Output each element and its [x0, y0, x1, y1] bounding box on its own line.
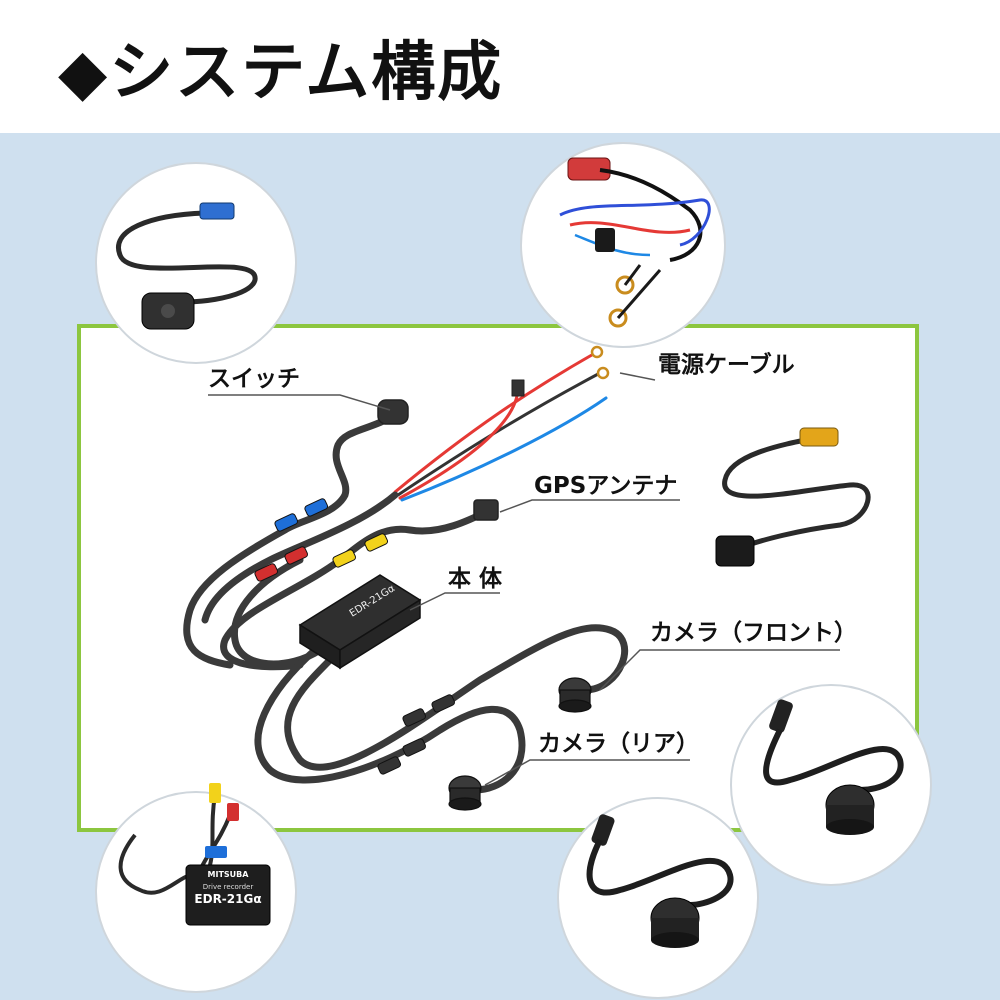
switch-photo — [95, 162, 297, 364]
leader-power — [619, 372, 656, 381]
ring-terminal-2 — [596, 366, 610, 380]
leader-switch — [208, 394, 391, 411]
leader-rear-camera — [484, 759, 690, 786]
front-camera-cable — [284, 624, 629, 771]
power-trunk — [201, 491, 399, 624]
power-wire-red-1 — [393, 350, 599, 494]
power-wire-blue — [400, 396, 608, 502]
label-main-unit: 本 体 — [448, 566, 503, 592]
leader-lines — [208, 372, 840, 786]
power-cable-photo — [520, 142, 726, 348]
harness-line-1 — [230, 556, 324, 668]
connector-blue-1 — [274, 513, 299, 532]
photo-subtitle: Drive recorder — [203, 883, 254, 891]
connector-black-4 — [377, 756, 402, 775]
connector-red-2 — [284, 546, 309, 565]
photo-brand: MITSUBA — [208, 870, 250, 879]
power-wire-red-2 — [398, 383, 520, 500]
leader-gps — [499, 499, 680, 513]
label-camera-front: カメラ（フロント） — [650, 620, 857, 646]
switch-cable — [183, 411, 399, 669]
leader-main-unit — [409, 592, 500, 611]
main-unit-side — [339, 598, 421, 670]
label-gps-antenna: GPSアンテナ — [534, 473, 678, 499]
connector-red-1 — [254, 563, 279, 582]
front-camera-photo — [730, 684, 932, 886]
gps-ferrite — [473, 499, 499, 521]
connector-yellow-1 — [332, 549, 357, 568]
switch-body — [377, 399, 409, 425]
main-harness — [183, 345, 629, 794]
ring-terminal-1 — [590, 345, 604, 359]
page-title: ◆システム構成 — [58, 36, 504, 110]
rear-camera-icon — [448, 775, 482, 811]
connector-black-2 — [431, 694, 456, 713]
fuse-holder — [511, 379, 525, 397]
front-camera-icon — [558, 677, 592, 713]
main-unit-photo: MITSUBA Drive recorder EDR-21Gα — [95, 783, 297, 993]
connector-yellow-2 — [364, 533, 389, 552]
rear-camera-photo — [557, 797, 759, 999]
label-power-cable: 電源ケーブル — [658, 352, 795, 378]
connectors — [254, 498, 456, 775]
gps-antenna-illustration — [715, 427, 871, 567]
power-wire-black — [396, 371, 602, 497]
connector-blue-2 — [304, 498, 329, 517]
label-switch: スイッチ — [208, 366, 300, 392]
gps-cable — [220, 506, 494, 671]
connector-black-3 — [402, 738, 427, 757]
leader-front-camera — [599, 649, 840, 691]
label-camera-rear: カメラ（リア） — [538, 731, 699, 757]
photo-model: EDR-21Gα — [194, 892, 261, 906]
connector-black-1 — [402, 708, 427, 727]
